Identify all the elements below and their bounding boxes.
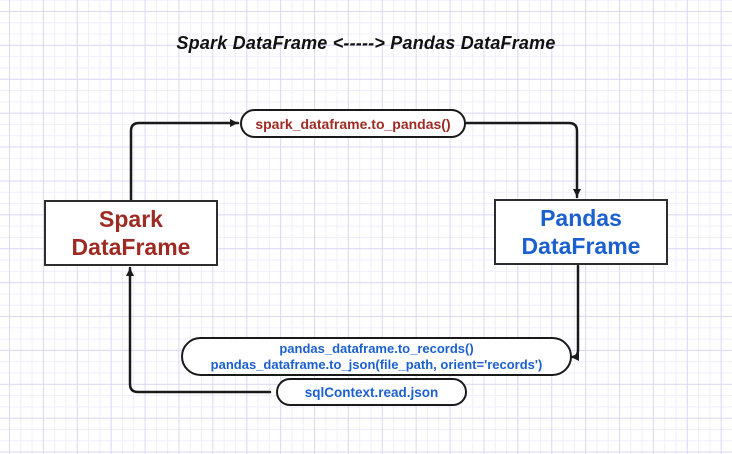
spark-box-line1: Spark <box>99 206 163 232</box>
arrow-spark-to-topill <box>129 119 240 202</box>
pandas-box-line2: DataFrame <box>521 233 641 259</box>
diagram-title: Spark DataFrame <-----> Pandas DataFrame <box>176 33 556 53</box>
arrow-topill-to-pandas <box>464 121 581 199</box>
to-records-pill: pandas_dataframe.to_records() pandas_dat… <box>181 337 572 376</box>
pandas-box-line1: Pandas <box>540 205 622 231</box>
read-json-pill: sqlContext.read.json <box>276 378 467 406</box>
spark-box-line2: DataFrame <box>71 234 191 260</box>
to-pandas-label: spark_dataframe.to_pandas() <box>255 115 451 132</box>
arrow-pandas-to-records <box>569 264 580 361</box>
to-records-line2: pandas_dataframe.to_json(file_path, orie… <box>210 356 543 372</box>
read-json-label: sqlContext.read.json <box>304 384 439 400</box>
pandas-dataframe-box: Pandas DataFrame <box>494 199 668 265</box>
to-records-line1: pandas_dataframe.to_records() <box>279 340 474 356</box>
arrow-sql-to-spark <box>126 266 272 394</box>
spark-dataframe-box: Spark DataFrame <box>44 200 218 266</box>
to-pandas-pill: spark_dataframe.to_pandas() <box>240 109 466 138</box>
